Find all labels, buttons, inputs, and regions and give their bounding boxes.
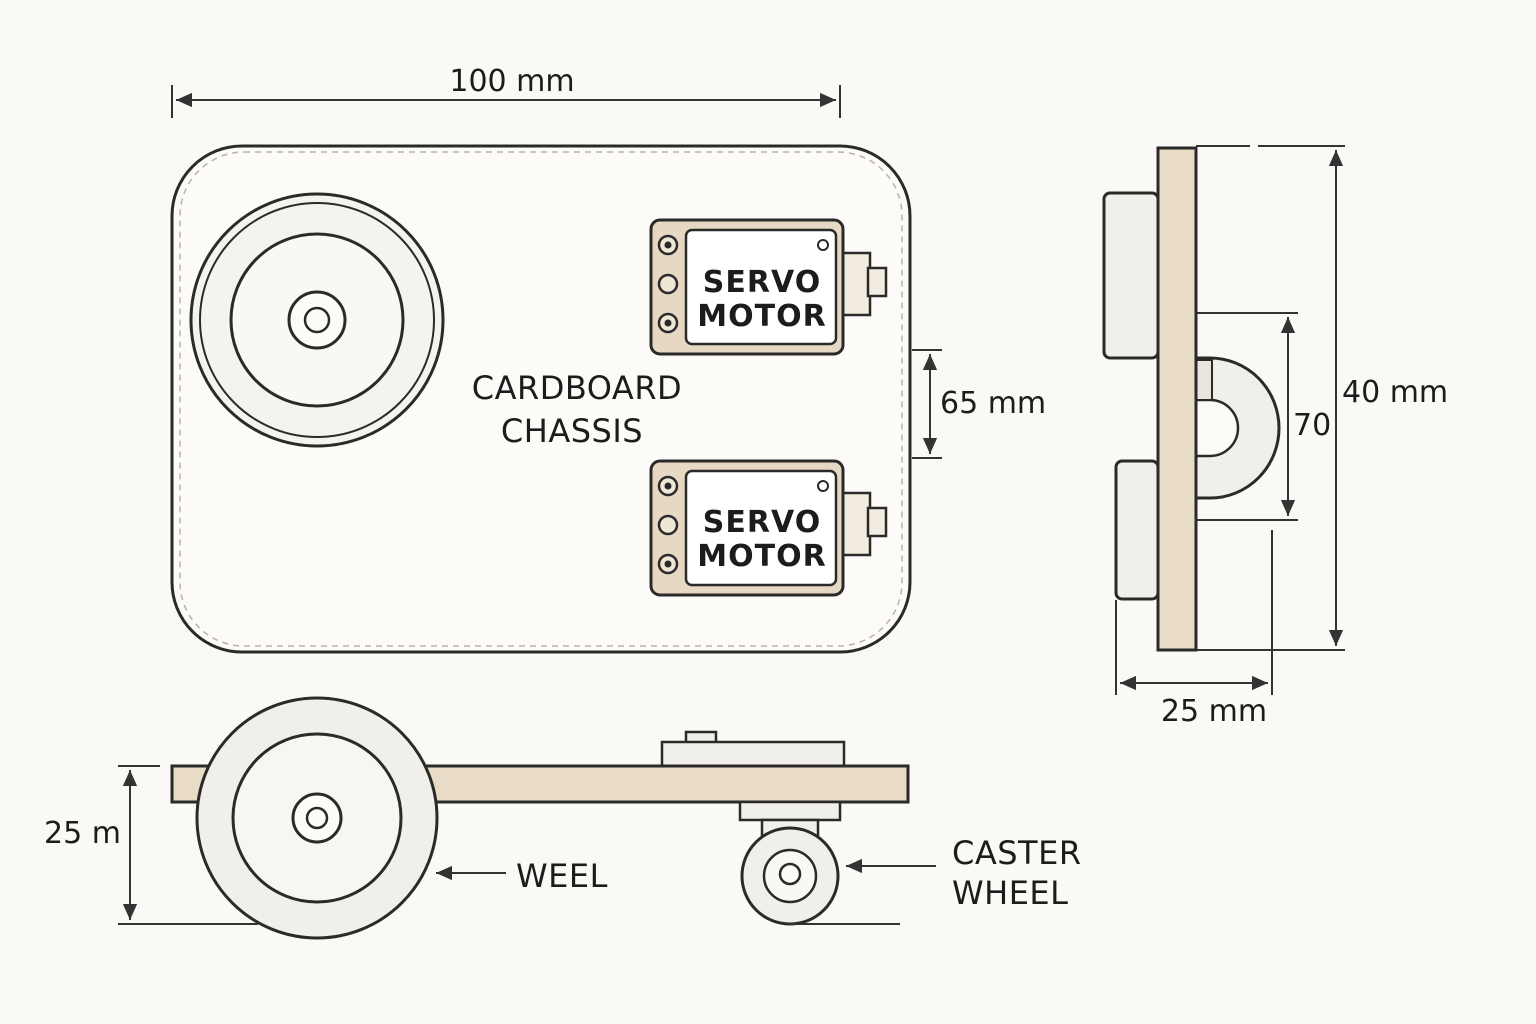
wheel-label: WEEL xyxy=(516,857,608,895)
spacing-dimension: 65 mm xyxy=(912,349,1046,459)
spacing-dim-label: 65 mm xyxy=(940,386,1046,421)
top-view: 100 mm CARDBOARD CHASSIS SE xyxy=(170,64,1046,654)
end-height-dim-label: 40 mm xyxy=(1342,375,1448,410)
side-view-caster-wheel xyxy=(740,826,840,926)
end-view-wheel-lower xyxy=(1114,459,1160,601)
caster-label-line1: CASTER xyxy=(952,834,1082,872)
width-dimension: 100 mm xyxy=(171,64,841,118)
servo1-label-line1: SERVO xyxy=(703,265,821,300)
servo-motor-top: SERVO MOTOR xyxy=(649,218,888,356)
end-inner-dim-label: 70 xyxy=(1293,408,1331,443)
servo-motor-bottom: SERVO MOTOR xyxy=(649,459,888,597)
servo2-label-line1: SERVO xyxy=(703,505,821,540)
chassis-label-line2: CHASSIS xyxy=(501,412,643,450)
chassis-label-line1: CARDBOARD xyxy=(472,369,682,407)
width-dim-label: 100 mm xyxy=(449,64,574,99)
end-view-wheel-upper xyxy=(1102,191,1160,360)
end-view: 40 mm 70 25 mm xyxy=(1102,145,1448,729)
chassis-inner-edge xyxy=(179,151,903,647)
side-height-dim-label: 25 m xyxy=(44,816,121,851)
caster-label-line2: WHEEL xyxy=(952,874,1068,912)
servo2-label-line2: MOTOR xyxy=(697,539,826,574)
side-view-drive-wheel xyxy=(195,696,439,940)
top-wheel xyxy=(189,192,445,448)
end-width-dim-label: 25 mm xyxy=(1161,694,1267,729)
servo1-label-line2: MOTOR xyxy=(697,299,826,334)
side-view: 25 m WEEL CASTER WHEEL xyxy=(44,696,1082,940)
side-view-servo xyxy=(660,740,846,768)
end-view-plate xyxy=(1156,146,1198,652)
